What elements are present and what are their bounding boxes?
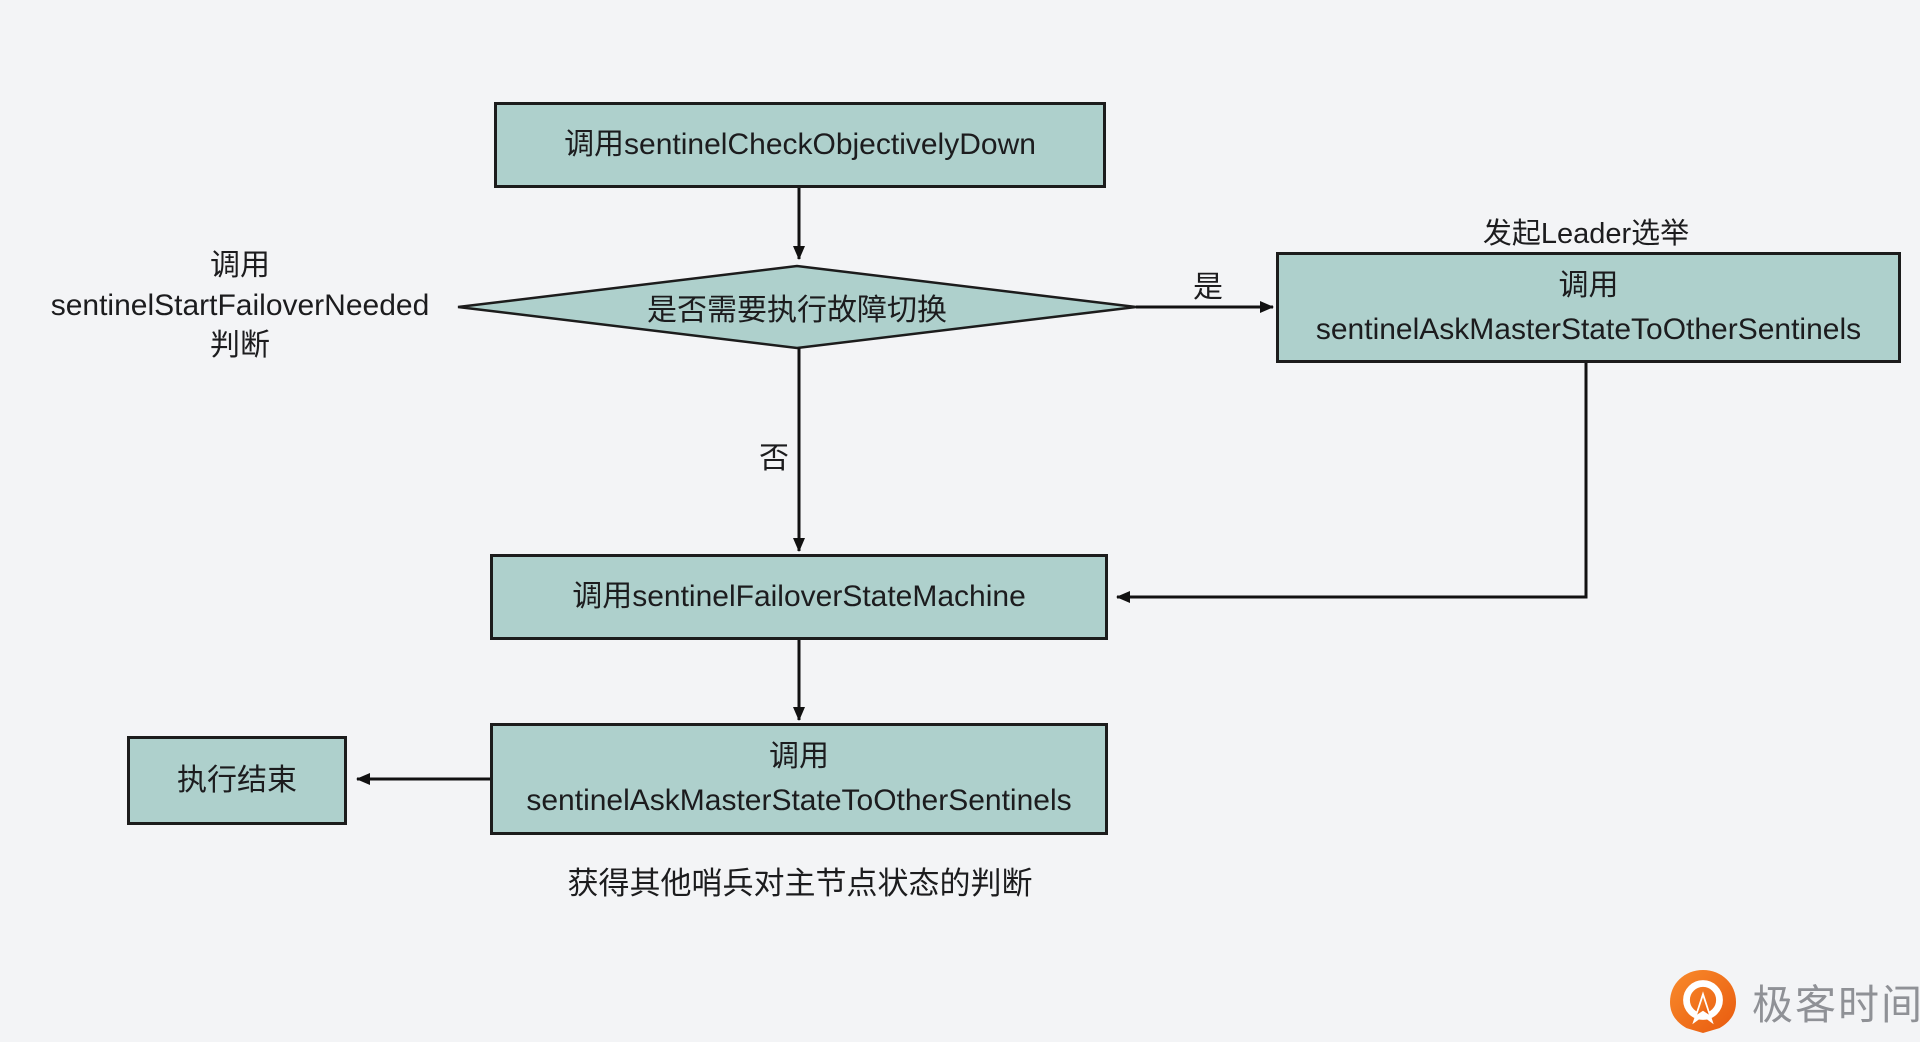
node-ask-right-line1: 调用 [1558, 268, 1619, 302]
left-note-line2: sentinelStartFailoverNeeded [50, 289, 430, 322]
node-failover-state-machine: 调用sentinelFailoverStateMachine [490, 554, 1108, 640]
arrow-askright-to-statemachine [1116, 363, 1588, 603]
geektime-logo: 极客时间 [1664, 968, 1920, 1034]
node-ask-master-state-right: 调用 sentinelAskMasterStateToOtherSentinel… [1276, 252, 1901, 363]
decision-label: 是否需要执行故障切换 [458, 266, 1136, 348]
node-execution-end: 执行结束 [127, 736, 347, 825]
branch-no-label: 否 [759, 442, 789, 475]
geektime-pin-icon [1670, 969, 1736, 1034]
decision-label-text: 是否需要执行故障切换 [647, 294, 947, 327]
node-ask-master-state-bottom: 调用 sentinelAskMasterStateToOtherSentinel… [490, 723, 1108, 835]
geektime-logo-text: 极客时间 [1752, 982, 1920, 1028]
node-end-label: 执行结束 [177, 763, 297, 797]
node-ask-bottom-line2: sentinelAskMasterStateToOtherSentinels [526, 784, 1072, 817]
branch-yes-label: 是 [1193, 271, 1223, 304]
node-state-machine-label: 调用sentinelFailoverStateMachine [572, 580, 1026, 613]
node-check-label: 调用sentinelCheckObjectivelyDown [564, 128, 1036, 161]
node-check-objectively-down: 调用sentinelCheckObjectivelyDown [494, 102, 1106, 188]
left-note-line3: 判断 [210, 329, 270, 362]
left-note: 调用 sentinelStartFailoverNeeded 判断 [18, 246, 462, 366]
node-ask-right-line2: sentinelAskMasterStateToOtherSentinels [1315, 312, 1862, 346]
left-note-line1: 调用 [210, 249, 270, 282]
node-ask-bottom-line1: 调用 [769, 740, 829, 773]
leader-election-label: 发起Leader选举 [1482, 218, 1690, 250]
bottom-caption: 获得其他哨兵对主节点状态的判断 [567, 866, 1033, 901]
